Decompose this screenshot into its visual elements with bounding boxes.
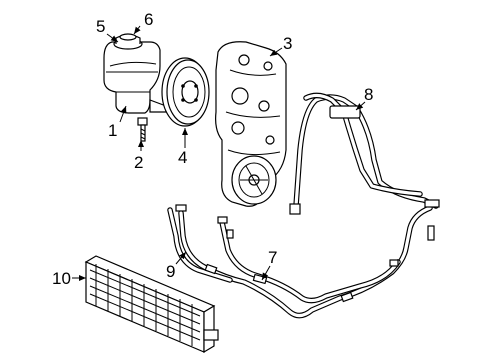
mounting-bracket xyxy=(215,41,287,207)
bolt xyxy=(137,117,148,142)
pump-pulley xyxy=(161,57,210,127)
callout-6: 6 xyxy=(144,10,153,29)
callout-5: 5 xyxy=(96,17,105,36)
callout-10: 10 xyxy=(52,269,71,288)
callout-1: 1 xyxy=(108,121,117,140)
hose-assembly xyxy=(167,92,440,319)
callout-leaders xyxy=(72,25,366,281)
callout-8: 8 xyxy=(364,85,373,104)
callout-9: 9 xyxy=(166,262,175,281)
callout-3: 3 xyxy=(283,34,292,53)
callout-7: 7 xyxy=(268,248,277,267)
oil-cooler xyxy=(84,255,219,354)
reservoir xyxy=(103,41,167,114)
callout-4: 4 xyxy=(178,148,187,167)
reservoir-cap xyxy=(113,33,143,50)
callout-2: 2 xyxy=(134,153,143,172)
